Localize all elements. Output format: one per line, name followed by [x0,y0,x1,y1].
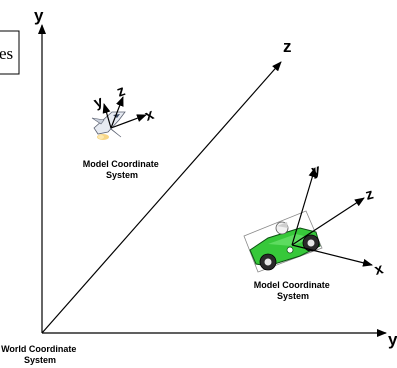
airplane-x-axis [110,114,147,129]
car-axes: y z x [291,161,386,279]
airplane-y-axis [102,103,112,129]
airplane-icon [91,111,126,140]
car-icon [243,210,323,273]
car-caption-line-1: Model Coordinate [254,280,330,290]
world-z-label: z [283,37,292,56]
car-x-label: x [373,260,386,279]
airplane-caption: Model Coordinate System [83,159,162,180]
car-y-label: y [310,161,323,180]
car-z-label: z [364,186,376,204]
world-x-label: y [388,330,397,349]
car-z-axis [291,197,365,246]
cropped-box-text: es [0,44,13,63]
world-axes: y z y [34,6,397,349]
world-caption-line-2: System [24,355,56,365]
airplane-model: y z x Model Coordinate System [83,82,162,180]
airplane-z-axis [110,96,124,129]
world-caption-line-1: World Coordinate [1,344,76,354]
world-y-label: y [34,6,44,25]
car-model: y z x Model Coordinate System [243,161,386,301]
airplane-caption-line-2: System [106,170,138,180]
airplane-y-label: y [92,93,106,112]
cropped-text-box: es [0,30,20,75]
car-y-axis [291,167,317,246]
airplane-x-label: x [143,106,157,125]
car-x-axis [291,244,373,267]
airplane-caption-line-1: Model Coordinate [83,159,159,169]
world-caption: World Coordinate System [1,344,79,365]
car-caption-line-2: System [277,291,309,301]
airplane-z-label: z [115,82,128,101]
car-caption: Model Coordinate System [254,280,333,301]
world-z-axis [41,61,282,334]
